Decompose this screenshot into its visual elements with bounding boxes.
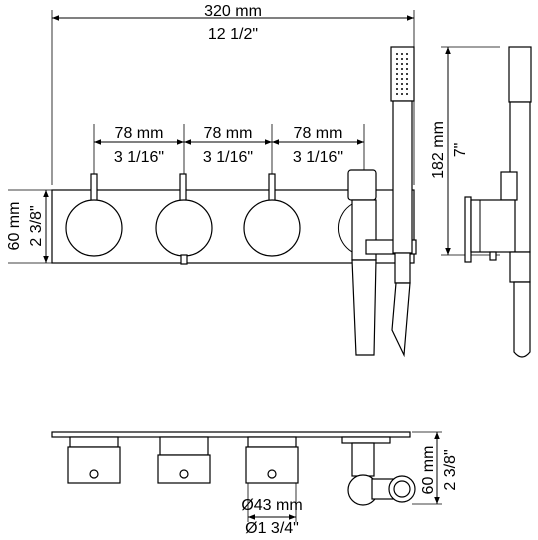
top-valve-2-hole	[179, 469, 189, 479]
top-valve-3-hole	[267, 469, 277, 479]
side-wall-plate	[464, 196, 472, 263]
side-view	[464, 46, 532, 358]
hand-shower-in: 7"	[452, 143, 469, 158]
side-holder-block	[500, 171, 518, 201]
top-valve-3-collar	[247, 436, 297, 448]
shower-handle	[392, 100, 413, 254]
plate-height-dimension: 60 mm 2 3/8"	[6, 189, 52, 264]
side-shower-head	[508, 46, 532, 103]
overall-width-dimension: 320 mm 12 1/2"	[51, 3, 415, 185]
top-valve-1-hole	[89, 469, 99, 479]
shower-nozzle-grid	[396, 53, 408, 95]
hand-shower-mm: 182 mm	[430, 121, 447, 179]
valve-knob-3	[243, 199, 301, 257]
valve-knob-1	[65, 199, 123, 257]
top-valve-2-body	[157, 454, 211, 484]
spacing-dimensions: 78 mm 78 mm 78 mm 3 1/16" 3 1/16" 3 1/16…	[93, 124, 365, 175]
valve-knob-4	[337, 203, 353, 253]
front-view	[51, 46, 417, 358]
spacing-2-in: 3 1/16"	[203, 149, 253, 166]
top-view-plate	[51, 431, 411, 438]
plate-height-in: 2 3/8"	[28, 205, 45, 246]
top-valve-1-collar	[69, 436, 119, 448]
top-shower-ring-inner	[393, 480, 411, 498]
spacing-1-in: 3 1/16"	[114, 149, 164, 166]
side-holder-clip	[509, 251, 531, 283]
spacing-1-mm: 78 mm	[115, 125, 164, 142]
diameter-mm: Ø43 mm	[241, 497, 302, 514]
top-valve-2-collar	[159, 436, 209, 456]
diameter-dimension: Ø43 mm Ø1 3/4"	[241, 483, 303, 537]
knob-2-tab	[180, 254, 188, 265]
depth-mm: 60 mm	[420, 446, 437, 495]
width-in-label: 12 1/2"	[208, 26, 258, 43]
top-holder-stem	[341, 436, 391, 444]
shower-holder-clip	[394, 252, 411, 284]
shower-hose-end	[391, 282, 411, 358]
holder-block	[347, 169, 377, 201]
valve-knob-2	[155, 199, 213, 257]
plate-height-mm: 60 mm	[6, 202, 23, 251]
side-hose-end	[513, 281, 531, 358]
depth-dimension: 60 mm 2 3/8"	[412, 431, 459, 505]
depth-in: 2 3/8"	[442, 449, 459, 490]
hand-shower-front	[390, 46, 415, 358]
top-view	[51, 431, 416, 506]
side-holder-arm	[470, 199, 516, 253]
top-holder-arm	[351, 442, 375, 477]
spacing-3-mm: 78 mm	[294, 125, 343, 142]
spacing-2-mm: 78 mm	[204, 125, 253, 142]
width-mm-label: 320 mm	[204, 3, 262, 20]
hose-connector	[351, 259, 377, 356]
diameter-in: Ø1 3/4"	[245, 520, 299, 537]
spacing-3-in: 3 1/16"	[293, 149, 343, 166]
side-small-knob	[489, 251, 497, 261]
